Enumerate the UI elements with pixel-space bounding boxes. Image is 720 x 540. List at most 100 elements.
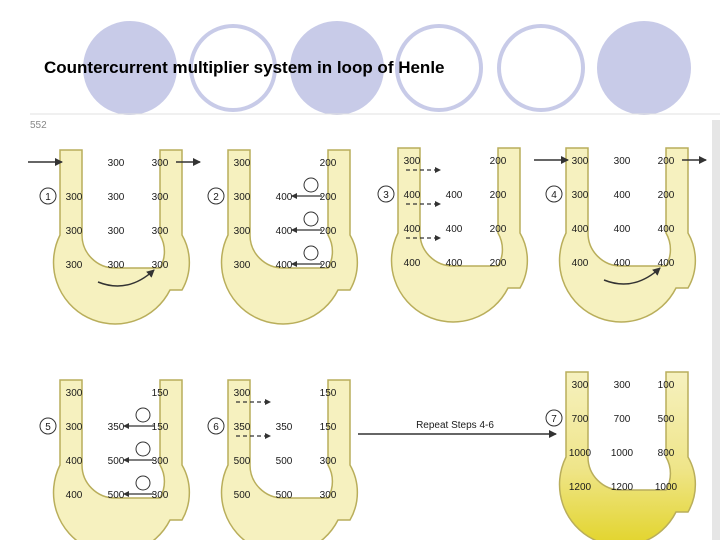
value-row3-1: 500	[108, 490, 125, 501]
value-row3-1: 400	[446, 258, 463, 269]
value-row1-2: 200	[320, 192, 337, 203]
value-row3-0: 1200	[569, 482, 592, 493]
slide-title: Countercurrent multiplier system in loop…	[44, 58, 445, 77]
value-top-right: 200	[490, 156, 507, 167]
value-row3-1: 1200	[611, 482, 634, 493]
value-row3-2: 300	[152, 260, 169, 271]
value-row2-0: 400	[572, 224, 589, 235]
value-top-right: 300	[152, 158, 169, 169]
value-row2-0: 1000	[569, 448, 592, 459]
value-row1-1: 400	[446, 190, 463, 201]
value-row3-0: 400	[404, 258, 421, 269]
pump-circle	[303, 211, 319, 227]
value-row3-0: 400	[66, 490, 83, 501]
step-number-badge	[545, 409, 563, 427]
value-row3-0: 300	[234, 260, 251, 271]
pump-circle	[135, 407, 151, 423]
value-row1-0: 300	[234, 192, 251, 203]
decorative-circle-3	[290, 21, 384, 115]
value-row2-0: 500	[234, 456, 251, 467]
page-number-fragment: 552	[30, 120, 47, 131]
step-number-badge	[39, 417, 57, 435]
pump-circle	[303, 245, 319, 261]
step-number: 7	[551, 414, 557, 425]
value-row1-1: 350	[276, 422, 293, 433]
value-row1-0: 350	[234, 422, 251, 433]
value-top-right: 200	[658, 156, 675, 167]
value-row3-1: 400	[276, 260, 293, 271]
value-row3-2: 1000	[655, 482, 678, 493]
flow-arrow	[97, 269, 155, 287]
value-row2-2: 300	[320, 456, 337, 467]
value-top-right: 150	[320, 388, 337, 399]
decorative-circle-2	[189, 24, 277, 112]
value-row2-1: 400	[614, 224, 631, 235]
value-row2-0: 300	[66, 226, 83, 237]
value-row3-2: 300	[320, 490, 337, 501]
value-row1-2: 150	[320, 422, 337, 433]
value-top-left: 300	[234, 388, 251, 399]
value-row2-1: 400	[276, 226, 293, 237]
step-number: 6	[213, 422, 219, 433]
value-row3-0: 300	[66, 260, 83, 271]
value-top-mid: 300	[614, 380, 631, 391]
value-row3-2: 200	[490, 258, 507, 269]
value-row1-2: 150	[152, 422, 169, 433]
loop-tube	[52, 149, 191, 325]
value-row3-2: 200	[320, 260, 337, 271]
value-top-left: 300	[572, 380, 589, 391]
value-row3-2: 300	[152, 490, 169, 501]
value-row2-2: 400	[658, 224, 675, 235]
loop-tube	[558, 147, 697, 323]
loop-tube	[220, 149, 359, 325]
value-row1-1: 400	[276, 192, 293, 203]
value-row1-0: 400	[404, 190, 421, 201]
decorative-circle-1	[83, 21, 177, 115]
value-row1-1: 300	[108, 192, 125, 203]
value-top-left: 300	[234, 158, 251, 169]
step-number-badge	[207, 417, 225, 435]
repeat-steps-label: Repeat Steps 4-6	[416, 420, 494, 431]
step-number-badge	[207, 187, 225, 205]
value-top-left: 300	[404, 156, 421, 167]
pump-circle	[135, 475, 151, 491]
pump-circle	[303, 177, 319, 193]
value-row2-1: 400	[446, 224, 463, 235]
value-row2-0: 400	[66, 456, 83, 467]
pump-circle	[135, 441, 151, 457]
value-row1-0: 300	[66, 192, 83, 203]
value-row2-2: 300	[152, 456, 169, 467]
value-top-mid: 300	[614, 156, 631, 167]
value-row2-1: 300	[108, 226, 125, 237]
value-row1-1: 350	[108, 422, 125, 433]
decorative-circle-5	[497, 24, 585, 112]
step-number-badge	[377, 185, 395, 203]
value-row1-0: 700	[572, 414, 589, 425]
step-number: 5	[45, 422, 51, 433]
value-row1-1: 400	[614, 190, 631, 201]
value-row1-0: 300	[66, 422, 83, 433]
repeat-arrow-group: Repeat Steps 4-6	[358, 420, 557, 438]
value-row2-0: 400	[404, 224, 421, 235]
value-row2-2: 200	[490, 224, 507, 235]
value-row1-2: 300	[152, 192, 169, 203]
value-top-left: 300	[66, 388, 83, 399]
step-number-badge	[39, 187, 57, 205]
loop-tube	[390, 147, 529, 323]
value-top-left: 300	[572, 156, 589, 167]
flow-arrow	[603, 267, 661, 285]
value-row3-1: 500	[276, 490, 293, 501]
value-row3-1: 400	[614, 258, 631, 269]
loop-tube	[220, 379, 359, 540]
loop-tube	[52, 379, 191, 540]
decorative-circle-4	[395, 24, 483, 112]
decorative-circles	[83, 21, 691, 115]
step-number: 2	[213, 192, 219, 203]
